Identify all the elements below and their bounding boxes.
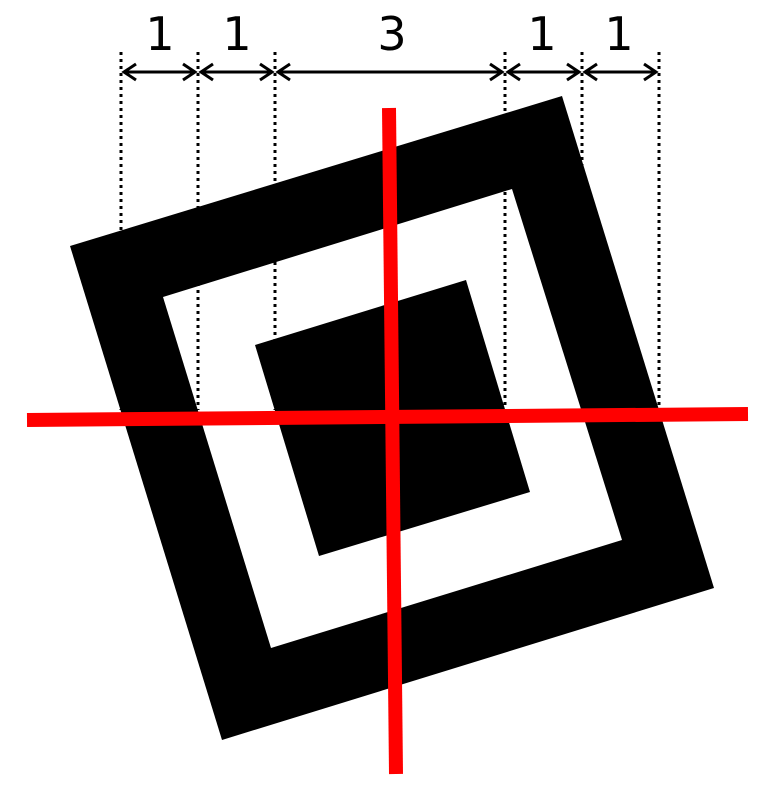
segment-label-3: 3 <box>377 7 406 61</box>
segment-label-1: 1 <box>145 7 174 61</box>
vertical-scan-line <box>382 107 403 775</box>
segment-label-5: 1 <box>604 7 633 61</box>
segment-label-4: 1 <box>527 7 556 61</box>
dimension-arrow-4 <box>505 62 582 82</box>
measurement-arrows <box>121 62 659 82</box>
red-crosshair <box>26 107 749 775</box>
dimension-arrow-3 <box>275 62 505 82</box>
dimension-arrow-2 <box>198 62 275 82</box>
dimension-arrow-5 <box>582 62 659 82</box>
dimension-arrow-1 <box>121 62 198 82</box>
segment-label-2: 1 <box>222 7 251 61</box>
